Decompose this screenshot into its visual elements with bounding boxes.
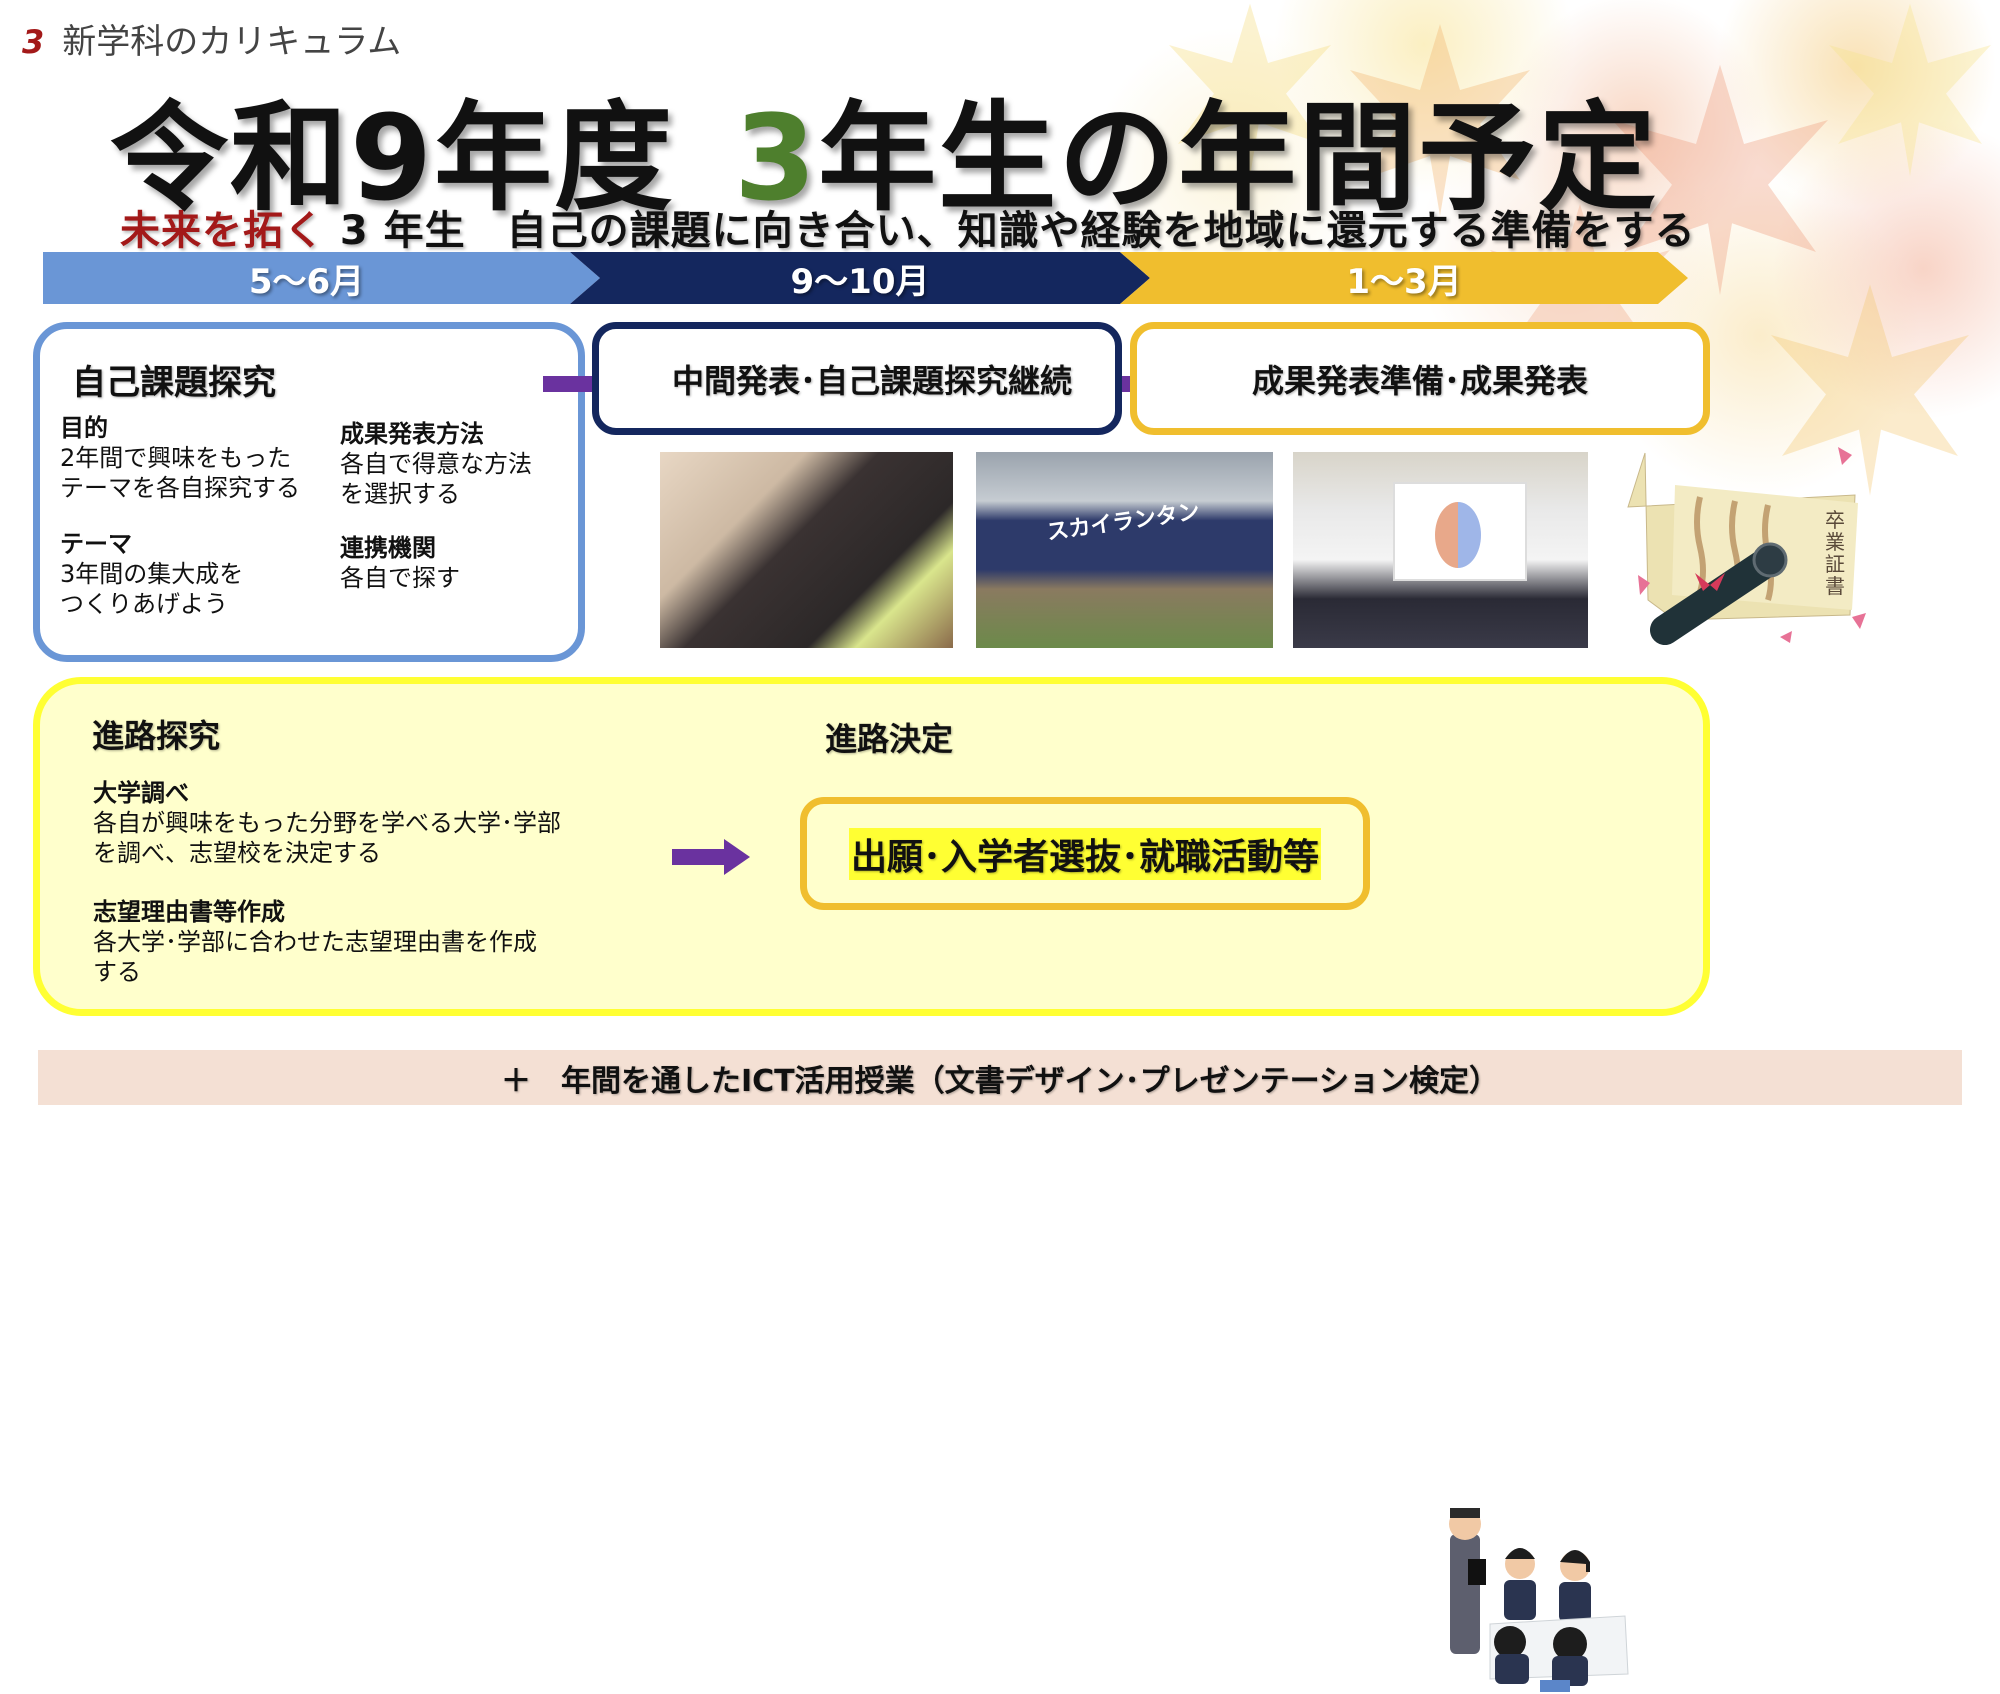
svg-text:証: 証 [1825, 552, 1845, 576]
diploma-illustration: 卒 業 証 書 [1627, 447, 1866, 645]
pie-chart-icon [1435, 502, 1481, 568]
page-title: 令和9年度 3年生の年間予定 [110, 62, 1658, 233]
self-study-item-partner: 連携機関 各自で探す [340, 534, 460, 592]
svg-text:業: 業 [1825, 530, 1845, 554]
photo-sky-lantern-stage: スカイランタン [976, 452, 1273, 648]
career-decision-title: 進路決定 [825, 720, 954, 758]
self-study-item-theme: テーマ 3年間の集大成を つくりあげよう [60, 530, 244, 618]
interim-presentation-box: 中間発表･自己課題探究継続 [592, 322, 1122, 435]
self-study-item-method: 成果発表方法 各自で得意な方法 を選択する [340, 420, 532, 508]
career-item-motivation-letter: 志望理由書等作成 各大学･学部に合わせた志望理由書を作成 する [93, 898, 537, 986]
ict-classes-banner: ＋ 年間を通したICT活用授業（文書デザイン･プレゼンテーション検定） [38, 1050, 1962, 1105]
photo-students-working [660, 452, 953, 648]
interview-meeting-illustration [1449, 1508, 1629, 1692]
title-year: 令和9年度 [110, 89, 675, 227]
maple-leaf-icon [1829, 3, 1991, 177]
career-decision-text: 出願･入学者選抜･就職活動等 [848, 827, 1321, 880]
svg-text:書: 書 [1825, 574, 1845, 598]
arrow-right-icon [672, 839, 750, 875]
maple-leaf-icon [1612, 64, 1828, 296]
timeline-period-1: 5～6月 [248, 261, 365, 302]
subtitle-slogan: 未来を拓く [120, 208, 325, 254]
timeline-bar: 5～6月 9～10月 1～3月 [43, 252, 1688, 304]
svg-text:卒: 卒 [1825, 508, 1845, 532]
self-study-title: 自己課題探究 [72, 363, 276, 403]
section-number: 3 [22, 23, 45, 61]
timeline-chevrons [43, 252, 1688, 304]
interim-presentation-title: 中間発表･自己課題探究継続 [671, 361, 1072, 400]
subtitle-text: 3 年生 自己の課題に向き合い、知識や経験を地域に還元する準備をする [325, 208, 1696, 254]
career-exploration-title: 進路探究 [92, 717, 221, 755]
final-presentation-title: 成果発表準備･成果発表 [1251, 361, 1588, 400]
maple-leaf-icon [1350, 24, 1530, 216]
title-rest: 年生の年間予定 [818, 89, 1659, 227]
career-box: 進路探究 大学調べ 各自が興味をもった分野を学べる大学･学部 を調べ、志望校を決… [33, 677, 1710, 1692]
timeline-period-2: 9～10月 [790, 261, 930, 302]
timeline-period-3: 1～3月 [1346, 261, 1462, 302]
self-study-box: 自己課題探究 目的 2年間で興味をもった テーマを各自探究する 成果発表方法 各… [33, 322, 585, 662]
maple-leaf-icon [1771, 284, 1969, 496]
subtitle: 未来を拓く 3 年生 自己の課題に向き合い、知識や経験を地域に還元する準備をする [120, 198, 1696, 256]
photo-presentation [1293, 452, 1588, 648]
career-item-university-research: 大学調べ 各自が興味をもった分野を学べる大学･学部 を調べ、志望校を決定する [93, 779, 561, 867]
section-label: 3 新学科のカリキュラム [22, 14, 401, 63]
self-study-item-purpose: 目的 2年間で興味をもった テーマを各自探究する [60, 414, 300, 502]
title-grade: 3 [734, 89, 819, 227]
maple-leaf-icon [1169, 3, 1331, 177]
career-decision-box: 出願･入学者選抜･就職活動等 [800, 797, 1370, 910]
section-title: 新学科のカリキュラム [62, 22, 402, 62]
final-presentation-box: 成果発表準備･成果発表 [1130, 322, 1710, 435]
